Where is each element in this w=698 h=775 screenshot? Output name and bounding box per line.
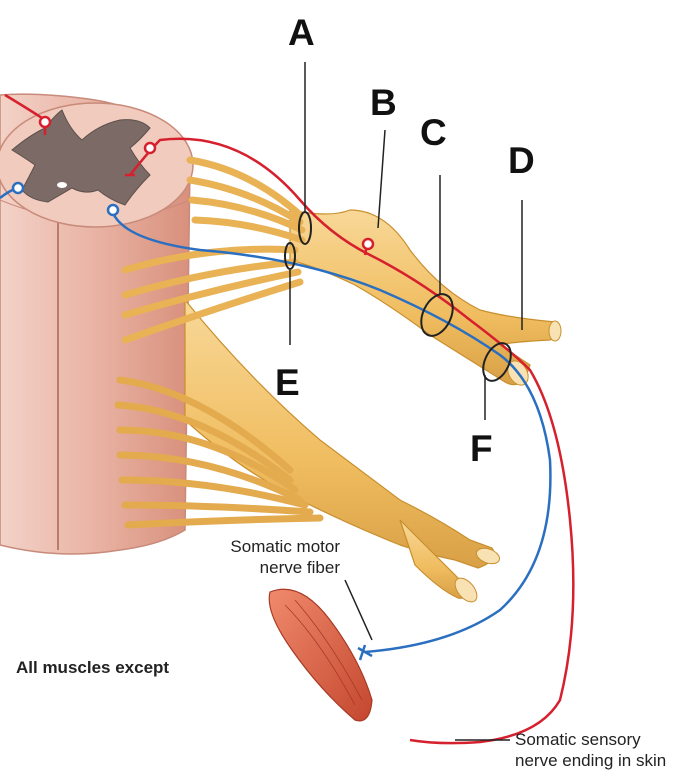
sensory-caption: Somatic sensory nerve ending in skin [515, 729, 666, 771]
sensory-caption-line2: nerve ending in skin [515, 750, 666, 771]
muscles-caption: All muscles except [16, 657, 169, 678]
motor-caption-line1: Somatic motor [208, 536, 340, 557]
label-c: C [420, 112, 447, 154]
label-d: D [508, 140, 535, 182]
label-f: F [470, 428, 493, 470]
label-b: B [370, 82, 397, 124]
motor-caption: Somatic motor nerve fiber [208, 536, 340, 578]
label-a: A [288, 12, 315, 54]
label-e: E [275, 362, 300, 404]
sensory-caption-line1: Somatic sensory [515, 729, 666, 750]
muscle [269, 589, 372, 721]
motor-caption-line2: nerve fiber [208, 557, 340, 578]
